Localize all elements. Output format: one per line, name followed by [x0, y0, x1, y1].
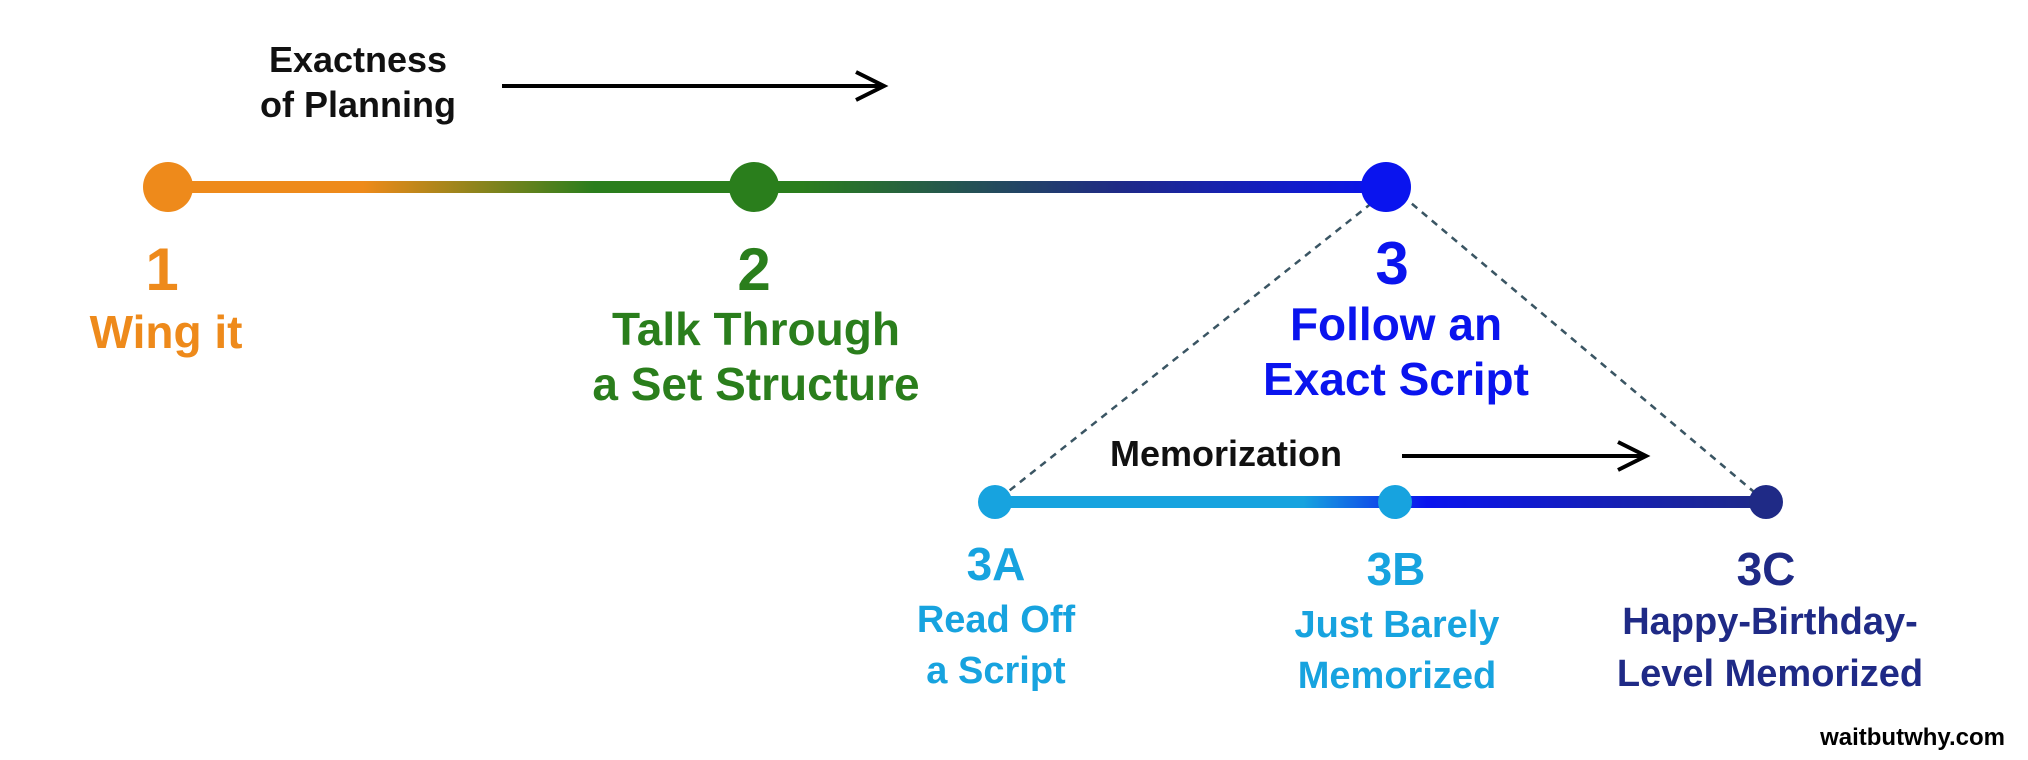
stage-2-number: 2	[737, 236, 770, 303]
stage-2-title-line1: Talk Through	[612, 303, 900, 355]
substage-3a-title-line1: Read Off	[917, 599, 1076, 641]
substage-3c-title-line1: Happy-Birthday-	[1622, 601, 1918, 643]
exactness-arrow-icon	[502, 70, 889, 102]
dashed-connector	[994, 186, 1767, 503]
site-credit: waitbutwhy.com	[1819, 724, 2005, 751]
stage-2-dot	[729, 162, 779, 212]
exactness-label-line2: of Planning	[260, 84, 456, 125]
stage-3-title-line2: Exact Script	[1263, 353, 1529, 405]
stage-1-title: Wing it	[90, 306, 243, 358]
exactness-label-line1: Exactness	[269, 39, 447, 80]
substage-3c-title-line2: Level Memorized	[1617, 653, 1923, 695]
substage-3b-title-line2: Memorized	[1298, 655, 1496, 697]
substage-3c-dot	[1749, 485, 1783, 519]
stage-2-title-line2: a Set Structure	[592, 358, 919, 410]
substage-3a-title-line2: a Script	[926, 650, 1066, 692]
stage-1-number: 1	[145, 236, 178, 303]
stage-1-dot	[143, 162, 193, 212]
substage-3b-title-line1: Just Barely	[1295, 604, 1500, 646]
substage-3c-number: 3C	[1737, 543, 1796, 595]
memorization-arrow-icon	[1402, 440, 1651, 472]
substage-3b-dot	[1378, 485, 1412, 519]
stage-3-number: 3	[1375, 230, 1408, 297]
substage-3a-number: 3A	[967, 538, 1026, 590]
memorization-label: Memorization	[1110, 433, 1342, 474]
stage-3-title-line1: Follow an	[1290, 298, 1502, 350]
substage-3b-number: 3B	[1367, 543, 1426, 595]
substage-3a-dot	[978, 485, 1012, 519]
stage-3-dot	[1361, 162, 1411, 212]
